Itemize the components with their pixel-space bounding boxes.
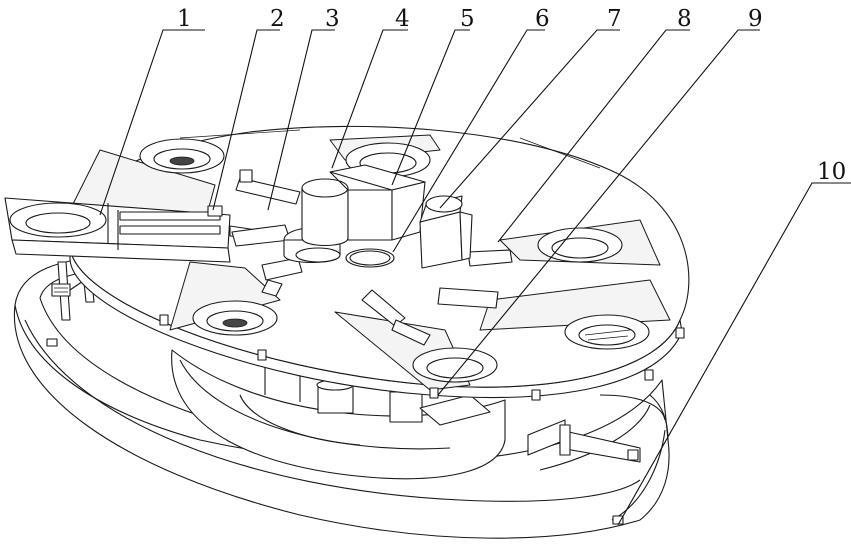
callout-9: 9 [748, 6, 763, 32]
callout-1: 1 [177, 6, 192, 32]
callout-2: 2 [270, 6, 285, 32]
callout-7: 7 [607, 6, 622, 32]
callout-4: 4 [395, 6, 410, 32]
callout-6: 6 [535, 6, 550, 32]
callout-5: 5 [460, 6, 475, 32]
callout-10: 10 [817, 159, 846, 185]
callout-3: 3 [325, 6, 340, 32]
callout-8: 8 [677, 6, 692, 32]
